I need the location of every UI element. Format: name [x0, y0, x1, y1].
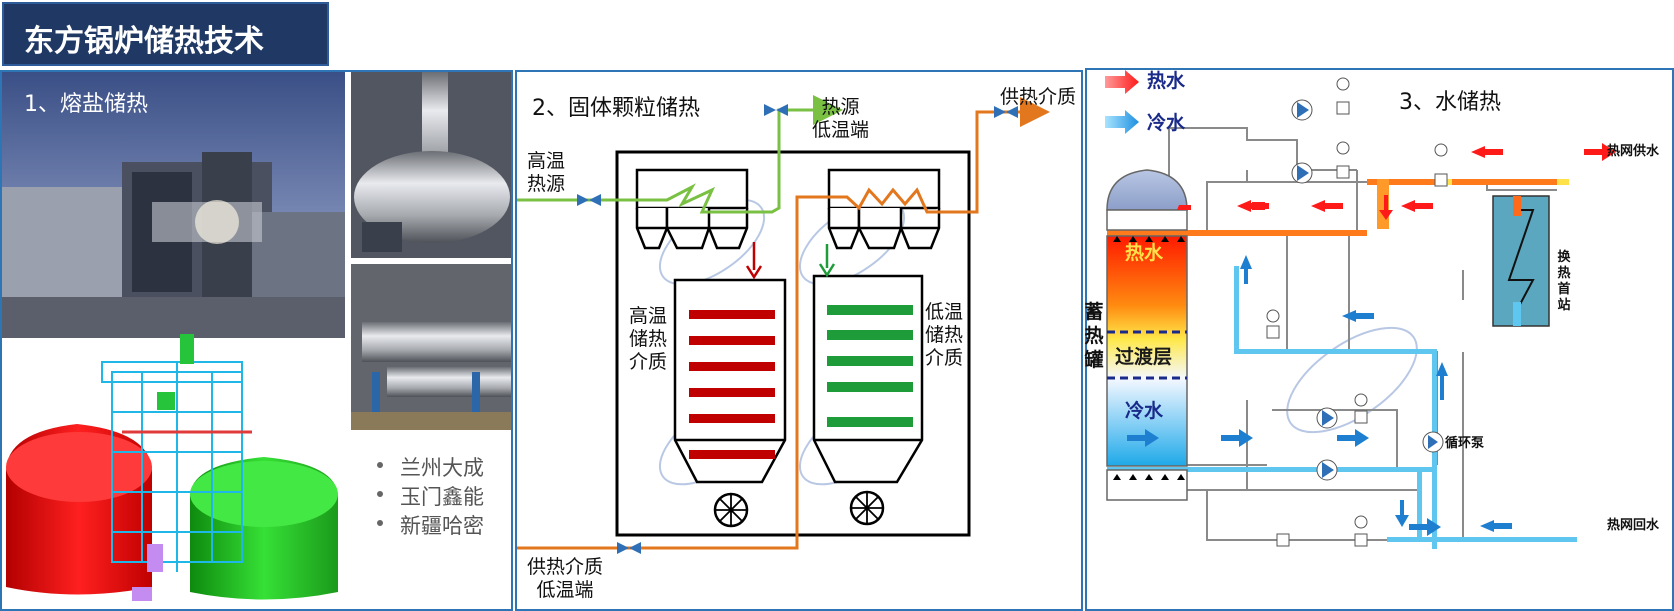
tank-transition-label: 过渡层 — [1115, 346, 1173, 368]
heat-exchange-station-label: 换 热 首 站 — [1557, 250, 1571, 313]
hot-source-label: 高温 热源 — [527, 150, 566, 195]
molten-salt-panel: 1、熔盐储热 兰州大成 玉门鑫能 新疆哈密 — [0, 70, 513, 611]
high-temp-medium-bars — [689, 310, 775, 459]
right-separator — [827, 168, 941, 250]
supply-medium-low-label: 供热介质 低温端 — [527, 556, 604, 601]
net-supply-label: 热网供水 — [1607, 144, 1660, 159]
plant-photo — [2, 72, 345, 338]
reactor-frame — [615, 150, 971, 537]
molten-salt-heading: 1、熔盐储热 — [24, 92, 148, 117]
project-item-1: 兰州大成 — [400, 456, 484, 480]
motor-marks — [1266, 77, 1448, 547]
heat-exchanger — [1492, 195, 1550, 327]
net-return-label: 热网回水 — [1607, 518, 1660, 533]
water-storage-heading: 3、水储热 — [1399, 90, 1501, 115]
heat-source-pipe — [517, 95, 843, 214]
cold-water-legend-icon — [1105, 110, 1139, 134]
cold-water-legend-label: 冷水 — [1147, 112, 1186, 134]
low-temp-medium-label: 低温 储热 介质 — [925, 301, 964, 369]
flow-down-arrows — [745, 242, 836, 280]
supply-medium-pipe — [517, 97, 1050, 550]
solid-particle-panel: 2、固体颗粒储热 高温 热源 热源 低温端 供热介质 供热介质 低温端 高温 储… — [515, 70, 1083, 611]
pipe-photo-2 — [351, 264, 511, 430]
heat-source-low-label: 热源 低温端 — [812, 96, 870, 141]
watermark-logo — [1286, 326, 1418, 434]
project-item-3: 新疆哈密 — [400, 514, 484, 538]
circulation-pump-label: 循环泵 — [1445, 436, 1485, 451]
legend — [1105, 70, 1139, 134]
flow-arrows — [1127, 143, 1616, 536]
left-separator — [635, 168, 749, 250]
solid-particle-diagram — [517, 95, 1050, 554]
salt-tank-model — [6, 334, 338, 601]
tank-hot-label: 热水 — [1125, 242, 1164, 264]
storage-tank — [1106, 169, 1188, 501]
project-item-2: 玉门鑫能 — [400, 485, 484, 509]
water-storage-diagram — [1105, 70, 1616, 549]
high-temp-medium-label: 高温 储热 介质 — [629, 305, 668, 373]
tank-cold-label: 冷水 — [1125, 400, 1164, 422]
low-temp-medium-bars — [827, 305, 913, 427]
hot-water-legend-label: 热水 — [1147, 70, 1186, 92]
pumps — [1291, 99, 1444, 481]
valves — [577, 104, 1018, 554]
tank-label: 蓄 热 罐 — [1084, 301, 1104, 371]
solid-particle-heading: 2、固体颗粒储热 — [532, 96, 700, 121]
molten-salt-illustration — [2, 72, 511, 601]
low-temp-vessel — [812, 274, 924, 526]
hot-water-legend-icon — [1105, 70, 1139, 94]
water-storage-panel: 3、水储热 热水 冷水 蓄 热 罐 热水 过渡层 冷水 换 热 首 站 循环泵 … — [1084, 68, 1674, 611]
title-bar: 东方锅炉储热技术 — [2, 2, 329, 66]
supply-medium-label: 供热介质 — [1000, 86, 1077, 108]
page-title: 东方锅炉储热技术 — [24, 24, 264, 59]
pipe-photo-1 — [351, 72, 511, 258]
high-temp-vessel — [673, 278, 787, 528]
